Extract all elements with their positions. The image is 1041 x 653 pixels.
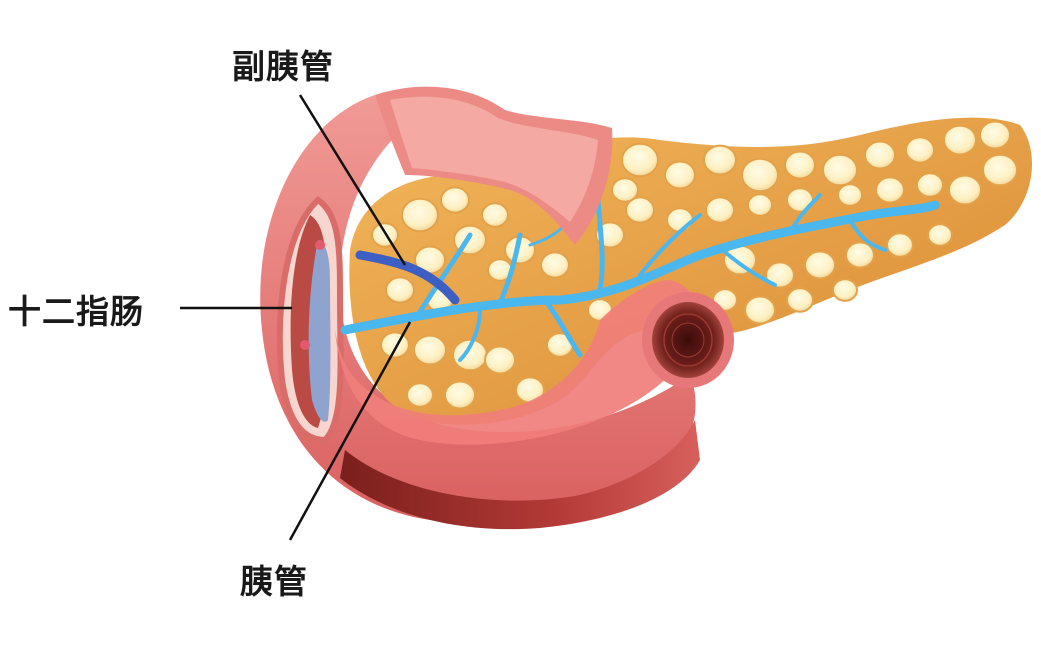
lobule <box>765 261 795 289</box>
lobule <box>413 334 447 366</box>
duodenum-front-band <box>335 280 700 445</box>
lobule <box>832 278 858 302</box>
papilla-upper <box>315 240 325 250</box>
lobule <box>905 136 935 164</box>
lobule <box>979 120 1011 150</box>
lobule <box>741 157 779 193</box>
lobule <box>786 287 814 313</box>
lobule <box>943 124 977 156</box>
lobule <box>845 241 875 269</box>
lobule <box>664 160 696 190</box>
lobule <box>666 207 694 233</box>
lobule <box>837 183 863 207</box>
lobule <box>948 174 982 206</box>
duodenum-mucosa <box>308 240 331 422</box>
lobule <box>747 193 773 217</box>
lobule <box>481 202 509 228</box>
lobule <box>401 197 439 233</box>
duodenum-upper-cap-highlight <box>390 96 598 222</box>
lobule <box>864 140 896 170</box>
lobule <box>886 232 914 258</box>
lobule <box>380 331 410 359</box>
lobule <box>621 142 659 178</box>
accessory-duct-label: 副胰管 <box>232 47 334 86</box>
lobule <box>784 150 816 180</box>
main-duct-label: 胰管 <box>240 562 308 601</box>
duodenum-outer-wall <box>260 95 696 523</box>
main-pancreatic-duct <box>340 193 940 362</box>
lobule <box>982 153 1018 187</box>
lobule <box>705 196 735 224</box>
lobule <box>916 172 944 198</box>
accessory-duct-leader <box>298 94 407 266</box>
blood-vessel-section <box>642 292 734 388</box>
duodenum-lower-band <box>340 420 700 530</box>
lobule <box>385 276 415 304</box>
lobule <box>822 153 858 187</box>
papilla-major <box>300 340 310 350</box>
lobule <box>484 345 516 375</box>
main-duct-leader <box>288 321 412 541</box>
duodenum-label: 十二指肠 <box>8 292 144 331</box>
lobule <box>371 222 399 248</box>
lobule <box>744 295 776 325</box>
lobule <box>406 382 434 408</box>
accessory-duct <box>355 250 460 305</box>
lobule <box>540 251 570 279</box>
acinar-lobules <box>371 120 1018 410</box>
lobule <box>927 223 953 247</box>
lobule <box>804 250 836 280</box>
lobule <box>611 177 639 203</box>
lobule <box>440 186 470 214</box>
lobule <box>875 176 905 204</box>
lobule <box>625 196 655 224</box>
lobule <box>444 380 476 410</box>
lobule <box>703 144 737 176</box>
